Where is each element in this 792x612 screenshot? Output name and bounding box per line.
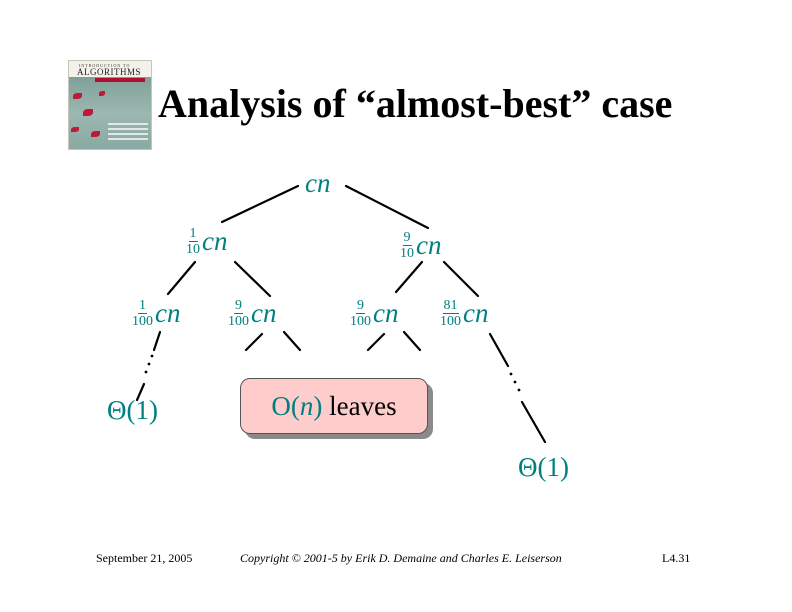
fraction: 1 10 <box>186 226 200 257</box>
edge-l2-c <box>282 330 302 352</box>
fraction: 81 100 <box>440 298 461 329</box>
node-term: cn <box>373 298 399 328</box>
cover-author-line <box>108 128 148 130</box>
fraction: 1 100 <box>132 298 153 329</box>
cover-author-line <box>108 123 148 125</box>
tree-node-l2-1: 1 100 cn <box>132 298 180 329</box>
edge-l2-b <box>244 332 264 352</box>
tree-root: cn <box>305 168 331 198</box>
edge-l1-right-left <box>394 260 424 294</box>
fraction: 9 10 <box>400 230 414 261</box>
ellipsis-dot <box>517 388 521 392</box>
footer-date: September 21, 2005 <box>96 551 193 565</box>
fraction-denominator: 100 <box>440 314 461 329</box>
edge-leaf-right <box>520 400 547 444</box>
edge-l2-d <box>366 332 386 352</box>
leaf-theta-left: Θ(1) <box>107 395 158 425</box>
fraction: 9 100 <box>228 298 249 329</box>
fraction-numerator: 9 <box>402 230 412 246</box>
fraction-denominator: 100 <box>132 314 153 329</box>
book-cover-image: INTRODUCTION TO ALGORITHMS <box>68 60 152 150</box>
fraction-numerator: 1 <box>188 226 198 242</box>
footer-copyright: Copyright © 2001-5 by Erik D. Demaine an… <box>240 551 562 565</box>
tree-node-l2-3: 9 100 cn <box>350 298 398 329</box>
ellipsis-dot <box>144 370 148 374</box>
ellipsis-dot <box>147 362 151 366</box>
edge-root-left <box>220 184 300 224</box>
big-o-suffix: ) <box>313 390 323 421</box>
cover-mobile-shape <box>83 109 93 116</box>
edge-root-right <box>344 184 430 230</box>
cover-author-line <box>108 138 148 140</box>
fraction: 9 100 <box>350 298 371 329</box>
cover-mobile-shape <box>71 127 79 132</box>
cover-mobile-shape <box>91 131 100 137</box>
ellipsis-dot <box>150 354 154 358</box>
cover-mobile-shape <box>99 91 105 96</box>
fraction-numerator: 9 <box>234 298 243 314</box>
leaf-theta-right: Θ(1) <box>518 452 569 482</box>
edge-l1-right <box>442 260 480 298</box>
fraction-denominator: 10 <box>400 246 414 261</box>
node-term: cn <box>155 298 181 328</box>
footer-slide-number: L4.31 <box>662 551 691 565</box>
edge-l1-left-right <box>233 260 272 298</box>
cover-author-line <box>108 133 148 135</box>
node-term: cn <box>251 298 277 328</box>
tree-node-l2-4: 81 100 cn <box>440 298 488 329</box>
fraction-numerator: 9 <box>356 298 365 314</box>
node-term: cn <box>416 230 442 260</box>
tree-node-l2-2: 9 100 cn <box>228 298 276 329</box>
cover-title: ALGORITHMS <box>77 67 142 77</box>
leaves-callout-box: O(n) leaves <box>240 378 428 434</box>
ellipsis-dot <box>513 380 517 384</box>
node-term: cn <box>202 226 228 256</box>
fraction-denominator: 100 <box>228 314 249 329</box>
edge-l2-a <box>152 330 162 352</box>
slide-title: Analysis of “almost-best” case <box>158 81 673 126</box>
edge-l2-e <box>402 330 422 352</box>
edge-leaf-left <box>135 382 146 402</box>
node-term: cn <box>463 298 489 328</box>
edge-l2-f <box>488 332 510 368</box>
fraction-numerator: 81 <box>442 298 459 314</box>
fraction-denominator: 10 <box>186 242 200 257</box>
big-o-variable: n <box>299 390 314 421</box>
tree-node-l1-right: 9 10 cn <box>400 230 441 261</box>
leaves-label: leaves <box>322 390 397 421</box>
cover-mobile-shape <box>73 93 82 99</box>
tree-node-l1-left: 1 10 cn <box>186 226 227 257</box>
cover-band <box>95 78 145 82</box>
cover-preline: INTRODUCTION TO <box>79 63 131 68</box>
edge-l1-left <box>166 260 197 296</box>
ellipsis-dot <box>509 372 513 376</box>
big-o-prefix: O( <box>271 390 300 421</box>
fraction-denominator: 100 <box>350 314 371 329</box>
fraction-numerator: 1 <box>138 298 147 314</box>
